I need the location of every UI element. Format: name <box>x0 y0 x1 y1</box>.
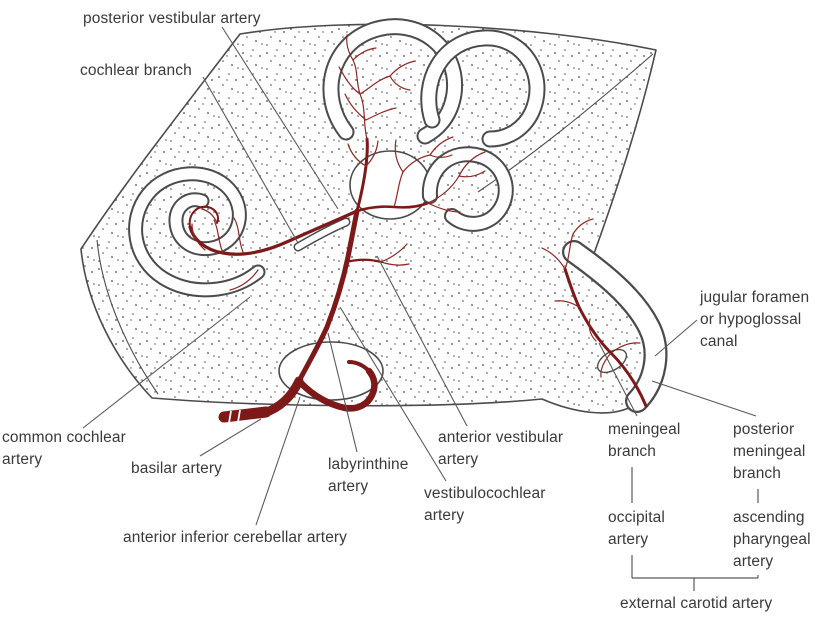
label-jugular-foramen: jugular foramen or hypoglossal canal <box>700 289 810 350</box>
bony-labyrinth-outline <box>128 18 668 413</box>
hierarchy-connectors <box>631 467 759 591</box>
label-labyrinthine-artery: labyrinthine artery <box>328 456 409 495</box>
label-cochlear-branch: cochlear branch <box>80 62 192 79</box>
label-ascending-pharyngeal-artery: ascending pharyngeal artery <box>733 509 811 570</box>
label-meningeal-branch: meningeal branch <box>608 421 681 460</box>
leader-lines <box>82 26 757 526</box>
label-common-cochlear-artery: common cochlear artery <box>2 429 126 468</box>
label-posterior-vestibular-artery: posterior vestibular artery <box>83 10 261 27</box>
label-posterior-meningeal-branch: posterior meningeal branch <box>733 421 806 482</box>
label-vestibulocochlear-artery: vestibulocochlear artery <box>424 485 546 524</box>
label-anterior-inferior-cerebellar-artery: anterior inferior cerebellar artery <box>123 529 348 546</box>
label-external-carotid-artery: external carotid artery <box>620 595 773 612</box>
label-anterior-vestibular-artery: anterior vestibular artery <box>438 429 564 468</box>
label-occipital-artery: occipital artery <box>608 509 665 548</box>
artery-illustration <box>188 34 648 424</box>
label-basilar-artery: basilar artery <box>131 460 222 477</box>
